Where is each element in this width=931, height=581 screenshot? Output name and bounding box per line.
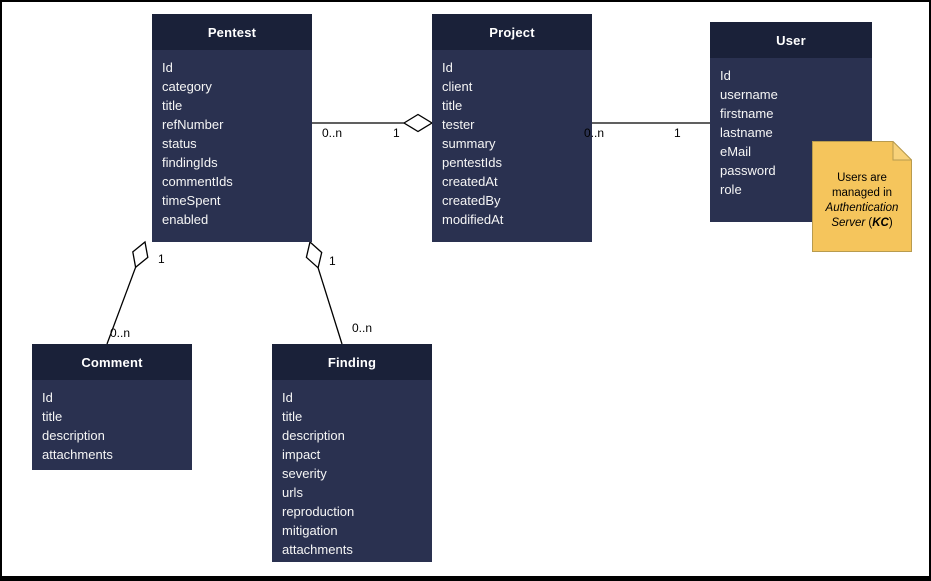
entity-field: modifiedAt (442, 212, 504, 227)
entity-field: title (42, 409, 63, 424)
note-line: managed in (831, 187, 893, 199)
sticky-note-shape (812, 141, 912, 252)
entity-field: pentestIds (442, 155, 502, 170)
entity-field: Id (282, 390, 293, 405)
entity-field: severity (282, 466, 327, 481)
entity-project-title: Project (432, 14, 592, 50)
entity-field: username (720, 87, 778, 102)
entity-finding-fields: Id title description impact severity url… (272, 380, 432, 559)
multiplicity-label: 0..n (322, 126, 343, 140)
entity-field: refNumber (162, 117, 224, 132)
entity-field: attachments (42, 447, 113, 462)
sticky-note: Users are managed in Authentication Serv… (812, 141, 912, 252)
entity-field: password (720, 163, 776, 178)
entity-user-title: User (710, 22, 872, 58)
note-line: Authentication (825, 202, 899, 214)
entity-user-fields: Id username firstname lastname eMail pas… (710, 58, 872, 199)
entity-field: role (720, 182, 742, 197)
entity-field: description (282, 428, 345, 443)
entity-finding-title: Finding (272, 344, 432, 380)
edge-pentest-finding (317, 267, 343, 345)
entity-field: title (162, 98, 183, 113)
aggregation-diamond-project (402, 113, 434, 133)
entity-field: category (162, 79, 212, 94)
entity-field: status (162, 136, 197, 151)
entity-comment: Comment Id title description attachments (32, 344, 192, 470)
entity-field: enabled (162, 212, 209, 227)
multiplicity-label: 1 (329, 254, 336, 268)
entity-field: client (442, 79, 473, 94)
entity-field: Id (162, 60, 173, 75)
note-line: Server (KC) (831, 217, 893, 229)
entity-project-fields: Id client title tester summary pentestId… (432, 50, 592, 229)
entity-field: createdBy (442, 193, 501, 208)
entity-field: attachments (282, 542, 353, 557)
entity-field: Id (42, 390, 53, 405)
aggregation-diamond-finding (305, 240, 323, 270)
note-line: Users are (837, 172, 887, 184)
entity-field: description (42, 428, 105, 443)
entity-pentest: Pentest Id category title refNumber stat… (152, 14, 312, 242)
entity-field: timeSpent (162, 193, 221, 208)
entity-field: Id (442, 60, 453, 75)
entity-field: createdAt (442, 174, 498, 189)
entity-field: Id (720, 68, 731, 83)
multiplicity-label: 0..n (352, 321, 373, 335)
sticky-note-text: Users are managed in Authentication Serv… (812, 171, 912, 231)
entity-field: firstname (720, 106, 774, 121)
entity-field: reproduction (282, 504, 355, 519)
entity-field: summary (442, 136, 496, 151)
multiplicity-label: 0..n (110, 326, 131, 340)
multiplicity-label: 1 (158, 252, 165, 266)
entity-field: mitigation (282, 523, 338, 538)
entity-field: title (442, 98, 463, 113)
entity-field: commentIds (162, 174, 233, 189)
entity-field: tester (442, 117, 475, 132)
entity-project: Project Id client title tester summary p… (432, 14, 592, 242)
multiplicity-label: 1 (393, 126, 400, 140)
entity-field: title (282, 409, 303, 424)
entity-field: eMail (720, 144, 752, 159)
multiplicity-label: 1 (674, 126, 681, 140)
multiplicity-label: 0..n (584, 126, 605, 140)
entity-pentest-title: Pentest (152, 14, 312, 50)
entity-comment-fields: Id title description attachments (32, 380, 192, 464)
entity-comment-title: Comment (32, 344, 192, 380)
entity-field: urls (282, 485, 303, 500)
entity-field: lastname (720, 125, 773, 140)
entity-field: impact (282, 447, 321, 462)
entity-field: findingIds (162, 155, 218, 170)
aggregation-diamond-comment (132, 240, 149, 269)
entity-finding: Finding Id title description impact seve… (272, 344, 432, 562)
entity-pentest-fields: Id category title refNumber status findi… (152, 50, 312, 229)
